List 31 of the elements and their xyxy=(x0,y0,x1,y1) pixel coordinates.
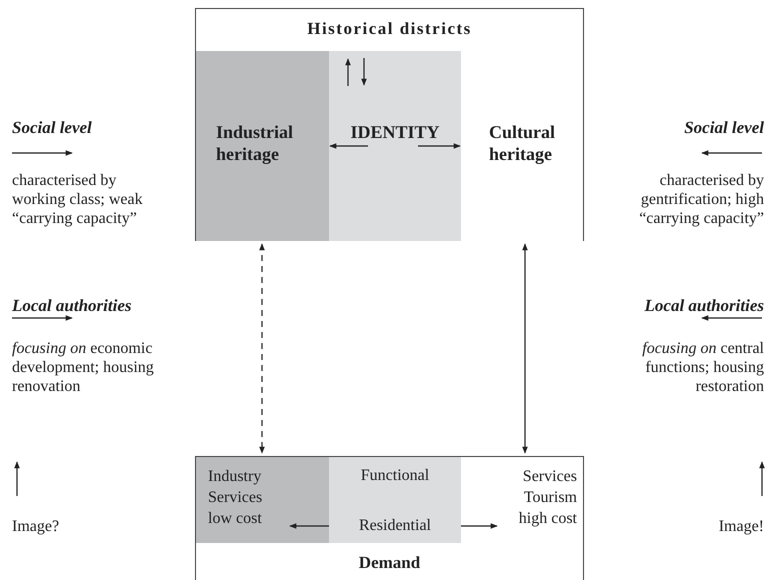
arrow xyxy=(259,243,265,454)
panel-text: Industry Services low cost xyxy=(208,467,264,529)
side-heading: Local authorities xyxy=(643,296,764,315)
note-text: characterised by gentrification; high “carrying capacity” xyxy=(638,171,764,228)
panel xyxy=(196,51,329,241)
panel-text: Industrial heritage xyxy=(216,121,294,165)
side-heading: Social level xyxy=(12,118,93,137)
note-text: focusing on central functions; housing restoration xyxy=(641,339,764,396)
note-text: Image? xyxy=(12,517,60,536)
demand-box xyxy=(195,456,584,580)
note-text: focusing on economic development; housing renovation xyxy=(12,339,154,396)
arrow xyxy=(461,523,498,529)
arrow xyxy=(329,143,368,149)
district-box xyxy=(195,8,584,241)
arrow xyxy=(522,243,528,454)
panel xyxy=(329,457,461,543)
panel-text: Services Tourism high cost xyxy=(518,467,577,529)
note-text: characterised by working class; weak “carrying capacity” xyxy=(12,171,144,228)
box-title: Historical districts xyxy=(306,19,473,38)
panel xyxy=(196,457,329,543)
panel-text: Functional xyxy=(360,466,430,485)
panel xyxy=(329,51,461,241)
note-text: Image! xyxy=(718,517,764,536)
side-heading: Social level xyxy=(683,118,764,137)
panel-text: IDENTITY xyxy=(349,121,441,143)
box-title: Demand xyxy=(358,553,422,572)
arrow xyxy=(289,523,329,529)
arrow xyxy=(418,143,461,149)
panel-text: Cultural heritage xyxy=(489,121,556,165)
side-heading: Local authorities xyxy=(12,296,132,315)
panel-text: Residential xyxy=(358,516,432,535)
